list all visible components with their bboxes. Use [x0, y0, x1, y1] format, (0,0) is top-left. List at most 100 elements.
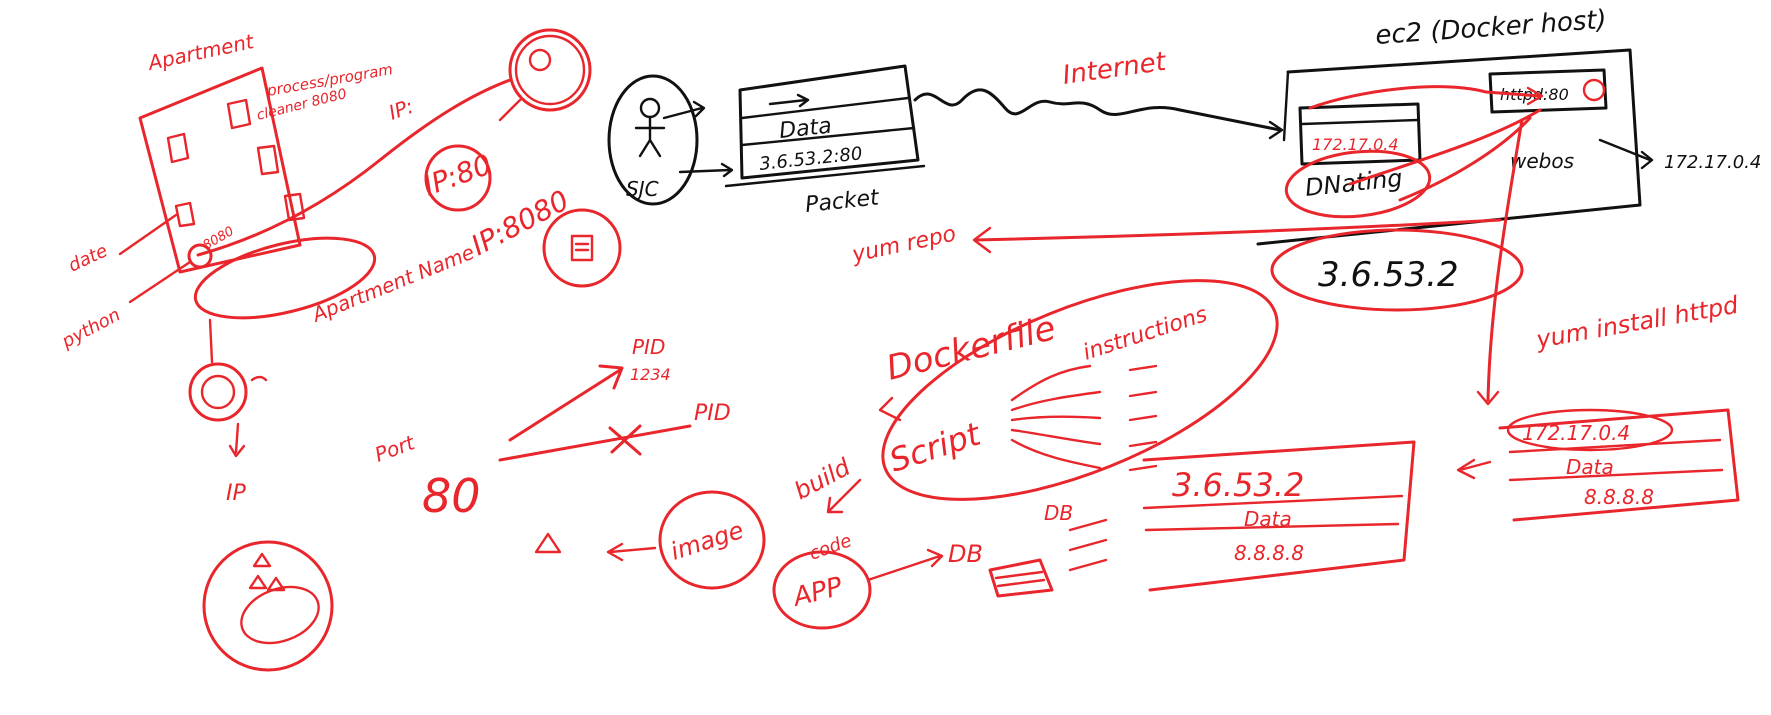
- arrow-to-process: [208, 318, 214, 364]
- person-label: SJC: [626, 177, 659, 201]
- app-label: APP: [788, 572, 845, 614]
- tiny-doors: [248, 552, 286, 592]
- port-to-pid-arrow: [508, 368, 622, 442]
- db-stack-lines: [1068, 518, 1108, 572]
- room-door-5: [283, 192, 306, 222]
- db-box-lines: [994, 570, 1046, 588]
- instruction-lines: [1128, 364, 1158, 472]
- build-label: build: [790, 453, 856, 506]
- instructions-label: instructions: [1080, 302, 1210, 366]
- room-door-4: [174, 201, 196, 228]
- yum-repo-label: yum repo: [849, 222, 958, 269]
- ip8080-label: IP:8080: [466, 184, 575, 263]
- script-ellipse: [881, 279, 1279, 501]
- apartment-label: Apartment: [144, 29, 257, 75]
- process-circle-inner: [200, 374, 236, 410]
- host-circle-outer: [508, 28, 592, 112]
- process-squiggle: [250, 375, 268, 382]
- webos-label: webos: [1510, 149, 1574, 173]
- instr-arrow-5: [1010, 438, 1102, 470]
- instr-arrow-1: [1010, 364, 1092, 402]
- right-packets: yum install httpd 172.17.0.4 Data 8.8.8.…: [1142, 291, 1741, 592]
- ip80-circle: [424, 144, 492, 212]
- out-ip-label: 172.17.0.4: [1664, 152, 1761, 173]
- instr-arrow-3: [1010, 415, 1102, 422]
- person-arrow-2: [678, 162, 734, 178]
- packet2-ip-label: 3.6.53.2: [1172, 466, 1304, 504]
- room-door-2: [226, 98, 252, 130]
- packet2-divider-2: [1144, 522, 1400, 532]
- date-pointer: [118, 213, 178, 256]
- packet-line-top: [740, 96, 910, 120]
- packet1-ip-label: 172.17.0.4: [1522, 421, 1630, 445]
- packet-flow: SJC Data 3.6.53.2:80 Packet Internet: [607, 47, 1284, 218]
- image-ellipse: [658, 490, 766, 590]
- packet-underline: [724, 164, 926, 188]
- packet1-dest-label: 8.8.8.8: [1584, 485, 1654, 509]
- route-arrowhead: [1526, 86, 1544, 106]
- script-label: Script: [885, 414, 986, 479]
- container-door-icon: [534, 532, 562, 554]
- ec2-title: ec2 (Docker host): [1374, 5, 1607, 51]
- code-label: code: [807, 530, 855, 565]
- image-to-container-arrow: [606, 542, 657, 562]
- instr-arrow-2: [1010, 390, 1102, 412]
- to-yum-repo-arrowhead: [972, 226, 992, 254]
- packet1-box: [1498, 408, 1740, 522]
- ip8080-circle: [542, 208, 622, 288]
- python-pointer: [128, 260, 192, 304]
- instr-arrow-4: [1010, 428, 1102, 446]
- route-down-line: [1486, 118, 1524, 402]
- out-arrow: [1598, 138, 1654, 170]
- route-down-arrowhead: [1476, 390, 1500, 406]
- packet-arrow: [768, 93, 810, 108]
- port-to-pid-arrowhead: [598, 364, 624, 390]
- port-value: 80: [422, 469, 481, 523]
- yum-install-label: yum install httpd: [1533, 291, 1741, 354]
- ip-bottom-label: IP: [226, 481, 246, 506]
- ip-connection-curve: [196, 78, 512, 257]
- packet2-box: [1142, 440, 1416, 592]
- arrowhead-ip: [228, 444, 246, 458]
- pid-bottom-label: PID: [694, 401, 731, 426]
- app-to-db-arrow: [866, 548, 944, 582]
- packet-line-mid: [740, 126, 916, 147]
- room-door-3: [256, 144, 280, 176]
- python-process-dot: [187, 243, 213, 269]
- packet1-ip-ellipse: [1506, 408, 1674, 452]
- python-label: python: [58, 304, 124, 353]
- apartment-name-label: Apartment Name: [307, 240, 478, 328]
- public-ip-label: 3.6.53.2: [1318, 255, 1459, 295]
- packet1-divider: [1508, 438, 1722, 454]
- natting-ellipse: [1284, 149, 1432, 219]
- date-label: date: [65, 240, 111, 276]
- apartment-diagram: Apartment process/program cleaner 8080 d…: [58, 29, 478, 672]
- host-circle-dot: [528, 48, 552, 72]
- ip-colon-label: IP:: [386, 94, 417, 125]
- room-door-1: [166, 132, 190, 164]
- public-ip-ellipse: [1270, 228, 1524, 312]
- container-divider: [1300, 118, 1420, 126]
- pid-top-value: 1234: [630, 365, 671, 384]
- apartment-ellipse: [193, 236, 377, 320]
- packet-label: Packet: [804, 185, 881, 218]
- internet-label: Internet: [1061, 47, 1169, 91]
- arrow-to-ip: [234, 422, 240, 454]
- pid-top-label: PID: [632, 335, 665, 359]
- house-inner-ellipse: [240, 585, 320, 645]
- httpd-box: [1488, 68, 1608, 114]
- ec2-box-left: [1282, 70, 1290, 142]
- route-curve-natting: [1398, 116, 1532, 202]
- db-label: DB: [948, 540, 983, 568]
- internet-line: [913, 88, 1282, 132]
- internet-arrowhead: [1268, 120, 1284, 140]
- packet-box: [738, 64, 920, 180]
- script-back-arrow: [878, 396, 902, 422]
- ec2-box: [1256, 48, 1642, 246]
- port-to-pid2-line: [498, 424, 692, 462]
- packet-data-label: Data: [778, 114, 833, 144]
- packet-transform-arrow: [1456, 458, 1492, 480]
- house-circle: [202, 540, 334, 672]
